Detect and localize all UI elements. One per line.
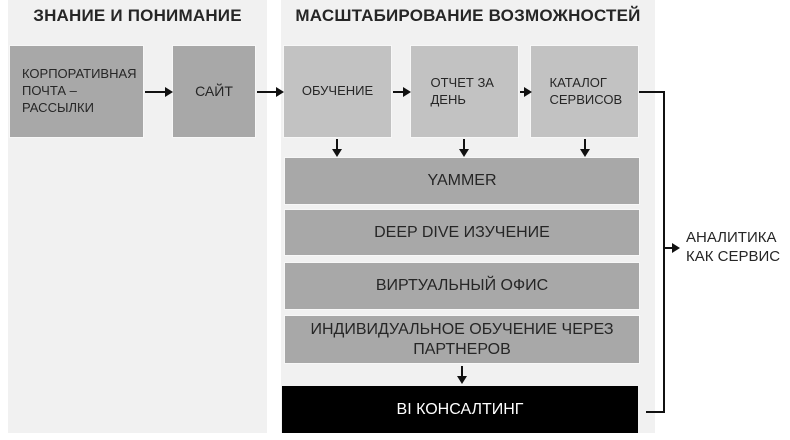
box-site-label: САЙТ (195, 83, 233, 100)
bar-yammer: YAMMER (285, 158, 639, 204)
arrow-down-icon (457, 366, 467, 384)
box-service-catalog: КАТАЛОГ СЕРВИСОВ (531, 46, 638, 137)
bar-bi-consulting: BI КОНСАЛТИНГ (282, 386, 638, 433)
bar-bi-consulting-label: BI КОНСАЛТИНГ (396, 400, 524, 418)
box-training-label: ОБУЧЕНИЕ (301, 83, 374, 99)
bracket-vertical-line (663, 91, 665, 413)
box-daily-report-label: ОТЧЕТ ЗА ДЕНЬ (430, 74, 494, 107)
bar-individual-training: ИНДИВИДУАЛЬНОЕ ОБУЧЕНИЕ ЧЕРЕЗ ПАРТНЕРОВ (285, 316, 639, 363)
bracket-top-line (639, 91, 665, 93)
box-daily-report: ОТЧЕТ ЗА ДЕНЬ (411, 46, 518, 137)
box-site: САЙТ (173, 46, 255, 137)
arrow-down-icon (459, 139, 469, 157)
bar-virtual-office-label: ВИРТУАЛЬНЫЙ ОФИС (375, 277, 549, 295)
bar-individual-training-label: ИНДИВИДУАЛЬНОЕ ОБУЧЕНИЕ ЧЕРЕЗ ПАРТНЕРОВ (310, 321, 614, 358)
arrow-right-icon (145, 87, 173, 97)
box-training: ОБУЧЕНИЕ (284, 46, 391, 137)
box-corporate-mail-label: КОРПОРАТИВНАЯ ПОЧТА – РАССЫЛКИ (22, 66, 137, 115)
bar-virtual-office: ВИРТУАЛЬНЫЙ ОФИС (285, 263, 639, 309)
label-analytics-as-service: АНАЛИТИКА КАК СЕРВИС (686, 229, 781, 265)
bar-deep-dive: DEEP DIVE ИЗУЧЕНИЕ (285, 210, 639, 255)
arrow-down-icon (580, 139, 590, 157)
box-service-catalog-label: КАТАЛОГ СЕРВИСОВ (549, 74, 623, 107)
section-title-scaling: МАСШТАБИРОВАНИЕ ВОЗМОЖНОСТЕЙ (295, 6, 641, 25)
bar-deep-dive-label: DEEP DIVE ИЗУЧЕНИЕ (374, 223, 550, 241)
section-title-knowledge: ЗНАНИЕ И ПОНИМАНИЕ (33, 6, 242, 25)
arrow-right-icon (520, 87, 532, 97)
arrow-right-icon (393, 87, 411, 97)
arrow-down-icon (332, 139, 342, 157)
arrow-right-icon (665, 243, 680, 253)
bar-yammer-label: YAMMER (427, 172, 497, 190)
bracket-bottom-line (646, 411, 665, 413)
box-corporate-mail: КОРПОРАТИВНАЯ ПОЧТА – РАССЫЛКИ (10, 46, 143, 137)
arrow-right-icon (257, 87, 284, 97)
